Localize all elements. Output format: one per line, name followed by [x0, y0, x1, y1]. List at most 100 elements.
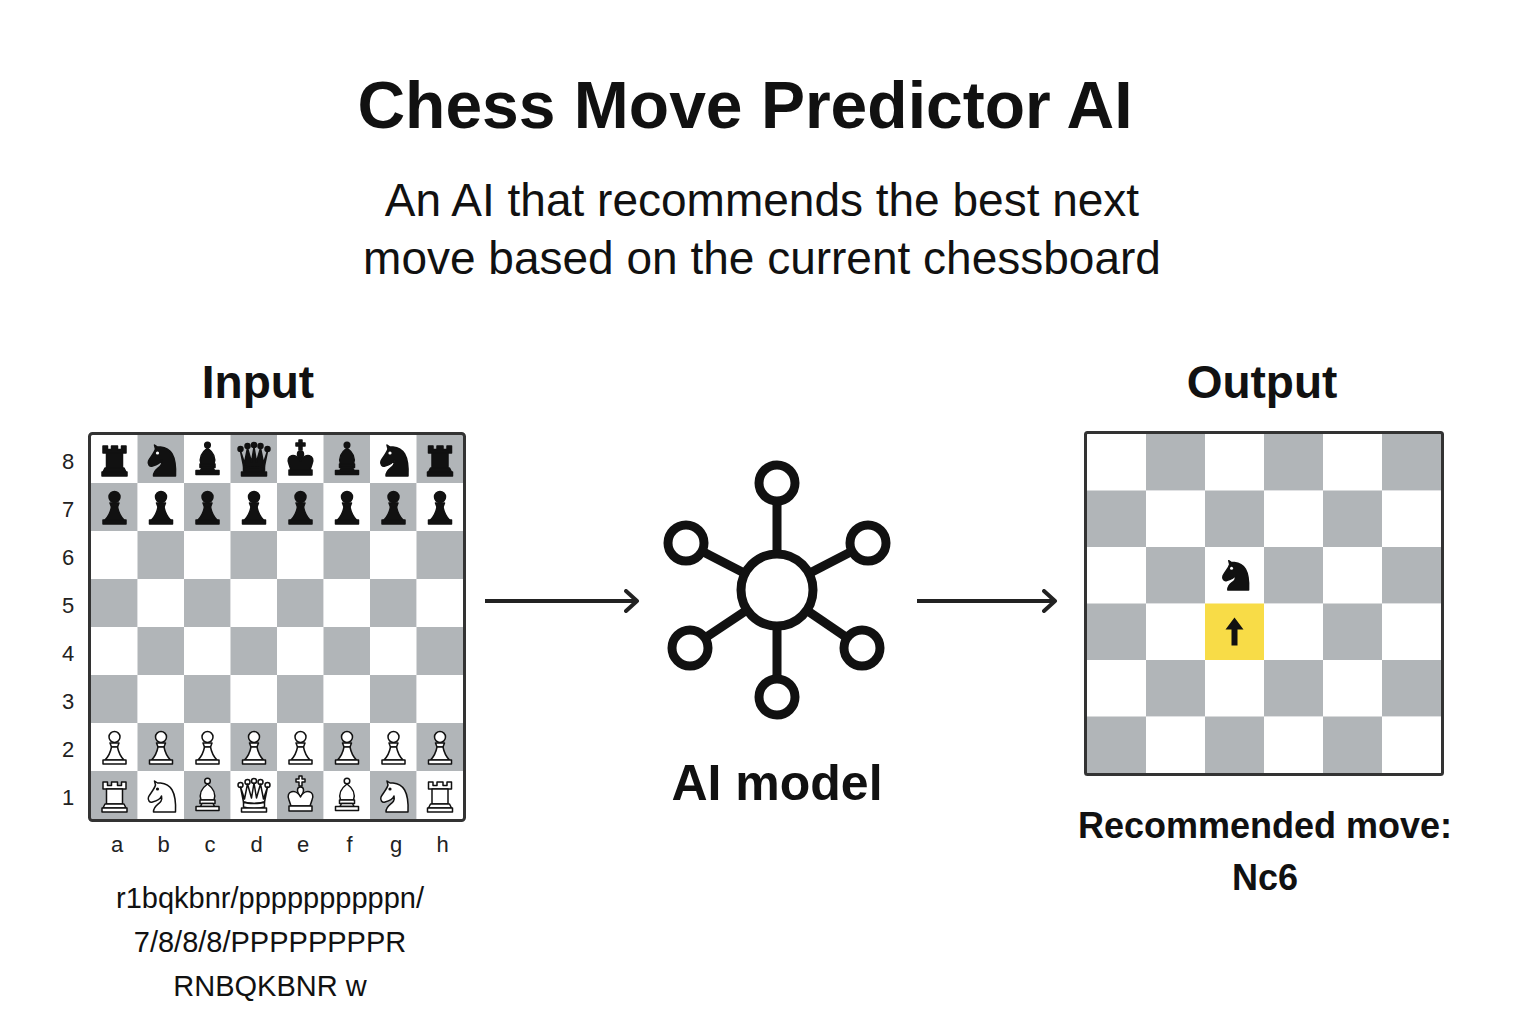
board-square: [91, 531, 138, 579]
piece-shape: [1223, 561, 1249, 590]
piece-shape: [242, 808, 267, 812]
label-box: 2: [48, 735, 88, 765]
board-square: [370, 675, 417, 723]
board-border: [90, 434, 465, 821]
chessboard: [1060, 412, 1470, 792]
rank-label: 4: [48, 639, 88, 669]
pieces: [102, 440, 453, 812]
piece-shape: [429, 446, 452, 453]
flow-arrow: [917, 599, 1055, 603]
chess-piece: [429, 732, 452, 765]
piece-shape: [196, 807, 219, 811]
input-panel: Inputr1bqkbnr/ppppppppppn/ 7/8/8/8/PPPPP…: [60, 352, 480, 1008]
board-square: [231, 579, 278, 627]
chess-piece: [289, 732, 312, 765]
label-box: a: [97, 830, 137, 860]
board-square: [138, 435, 185, 483]
board-square: [277, 675, 324, 723]
label-box: b: [144, 830, 184, 860]
board-square: [1205, 434, 1264, 491]
board-square: [1264, 717, 1323, 774]
chess-piece: [196, 732, 219, 765]
board-square: [231, 771, 278, 819]
label-box: 6: [48, 543, 88, 573]
piece-shape: [338, 747, 357, 760]
board-square: [1323, 717, 1382, 774]
network-node: [668, 525, 704, 561]
network-illustration: [642, 455, 912, 755]
piece-shape: [249, 732, 260, 743]
chess-piece: [103, 492, 126, 525]
board-square: [370, 771, 417, 819]
rank-label: 2: [48, 735, 88, 765]
board-square: [370, 435, 417, 483]
piece-shape: [435, 492, 446, 503]
board-square: [324, 483, 371, 531]
board-square: [324, 531, 371, 579]
chess-piece: [196, 778, 219, 810]
piece-shape: [148, 781, 175, 812]
board-square: [1146, 547, 1205, 604]
piece-eye: [156, 787, 159, 790]
subtitle: An AI that recommends the best next move…: [337, 171, 1187, 287]
chess-piece: [243, 732, 266, 765]
piece-shape: [156, 732, 167, 743]
board-square: [1382, 604, 1441, 661]
piece-shape: [102, 472, 127, 476]
board-square: [1087, 717, 1146, 774]
board-square: [1264, 434, 1323, 491]
chess-piece: [148, 781, 175, 812]
board-square: [91, 579, 138, 627]
piece-shape: [288, 456, 313, 470]
piece-shape: [198, 747, 217, 760]
piece-shape: [289, 760, 312, 764]
chess-piece: [381, 781, 408, 812]
board-square: [231, 723, 278, 771]
board-square: [1205, 491, 1264, 548]
piece-shape: [152, 747, 171, 760]
piece-shape: [243, 760, 266, 764]
panel-heading: Input: [48, 352, 468, 412]
piece-shape: [435, 732, 446, 743]
piece-shape: [342, 492, 353, 503]
chess-piece: [336, 732, 359, 765]
fen-string: r1bqkbnr/ppppppppppn/ 7/8/8/8/PPPPPPPPR …: [60, 876, 480, 1008]
diagram-title: Chess Move Predictor AI: [0, 64, 1490, 146]
file-label: b: [144, 830, 184, 860]
board-square: [1323, 434, 1382, 491]
file-label: e: [283, 830, 323, 860]
board-square: [1264, 547, 1323, 604]
board-square: [417, 675, 464, 723]
piece-shape: [196, 760, 219, 764]
piece-shape: [103, 446, 126, 453]
board-border: [1086, 433, 1443, 775]
board-square: [324, 435, 371, 483]
board-square: [138, 675, 185, 723]
board-square: [277, 627, 324, 675]
piece-shape: [340, 448, 354, 464]
piece-shape: [150, 520, 173, 524]
piece-shape: [429, 782, 452, 789]
piece-shape: [242, 472, 267, 476]
piece-shape: [289, 470, 312, 475]
chess-piece: [102, 782, 127, 812]
board-squares: [91, 435, 463, 819]
board-square: [324, 579, 371, 627]
file-label: d: [237, 830, 277, 860]
board-square: [1323, 547, 1382, 604]
board-square: [370, 531, 417, 579]
board-square: [1382, 660, 1441, 717]
board-square: [231, 627, 278, 675]
piece-shape: [296, 440, 305, 450]
label-box: 7: [48, 495, 88, 525]
piece-shape: [432, 789, 448, 804]
board-square: [231, 483, 278, 531]
board-square: [184, 627, 231, 675]
rank-label: 7: [48, 495, 88, 525]
board-square: [1146, 434, 1205, 491]
board-square: [138, 531, 185, 579]
piece-shape: [344, 778, 350, 784]
board-square: [138, 483, 185, 531]
piece-shape: [241, 783, 268, 804]
file-label: a: [97, 830, 137, 860]
